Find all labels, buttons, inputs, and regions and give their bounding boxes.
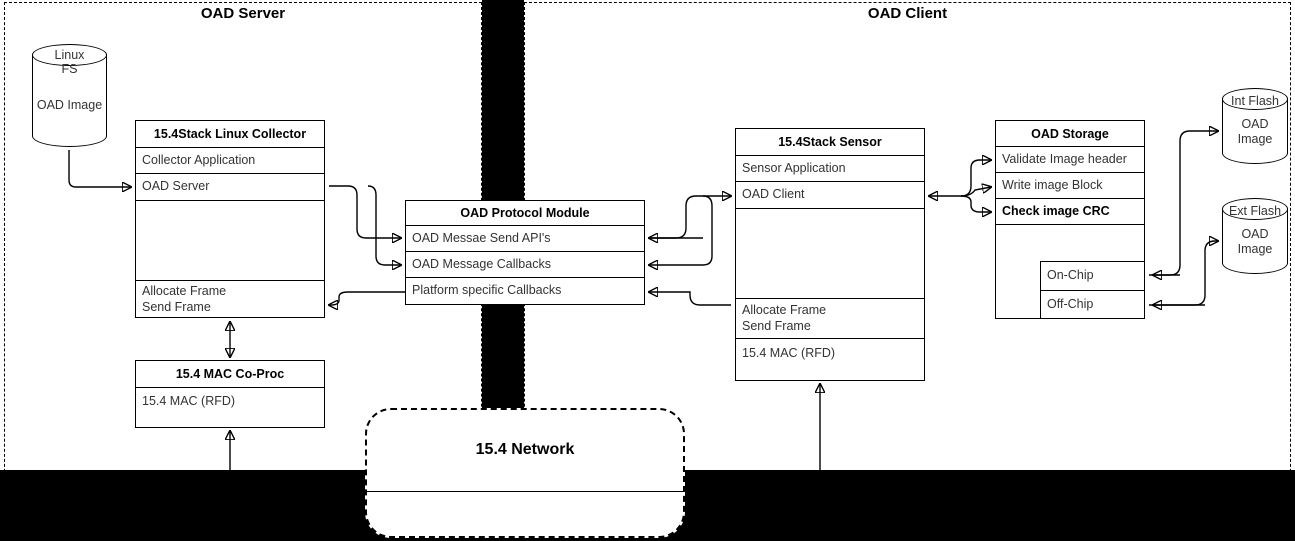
storage-row-write-image-block[interactable]: Write image Block (996, 173, 1144, 199)
storage-row-check-image-crc[interactable]: Check image CRC (996, 199, 1144, 225)
sensor-header: 15.4Stack Sensor (736, 129, 924, 156)
sensor-spacer (736, 209, 924, 299)
collector-row-oad-server[interactable]: OAD Server (136, 174, 324, 201)
network-label: 15.4 Network (475, 441, 575, 459)
collector-row-allocate-send-frame[interactable]: Allocate Frame Send Frame (142, 283, 227, 314)
cylinder-top (1222, 198, 1288, 220)
collector-header: 15.4Stack Linux Collector (136, 121, 324, 148)
ext-flash-cylinder: Ext Flash OAD Image (1222, 198, 1288, 274)
collector-row-collector-application[interactable]: Collector Application (136, 148, 324, 174)
network-node: 15.4 Network (365, 408, 685, 538)
zone-oad-server-title: OAD Server (200, 5, 286, 22)
sensor-row-mac-rfd[interactable]: 15.4 MAC (RFD) (742, 346, 836, 360)
cylinder-top (32, 44, 107, 66)
sensor-row-oad-client[interactable]: OAD Client (736, 182, 924, 209)
storage-media-box: On-Chip Off-Chip (1040, 261, 1145, 319)
storage-row-validate-image-header[interactable]: Validate Image header (996, 147, 1144, 173)
mac-coproc-row-mac-rfd[interactable]: 15.4 MAC (RFD) (142, 394, 236, 408)
mac-coproc-header: 15.4 MAC Co-Proc (136, 361, 324, 388)
int-flash-image-label: OAD Image (1237, 116, 1273, 146)
storage-row-on-chip[interactable]: On-Chip (1041, 262, 1144, 291)
sensor-row-allocate-send-frame[interactable]: Allocate Frame Send Frame (736, 299, 924, 339)
linux-fs-cylinder: Linux FS OAD Image (32, 44, 107, 147)
collector-spacer (136, 201, 324, 281)
sensor-box: 15.4Stack Sensor Sensor Application OAD … (735, 128, 925, 381)
zone-oad-client-title: OAD Client (867, 5, 948, 22)
protocol-row-message-callbacks[interactable]: OAD Message Callbacks (406, 252, 644, 278)
sensor-row-sensor-application[interactable]: Sensor Application (736, 156, 924, 182)
oad-storage-box: OAD Storage Validate Image header Write … (995, 120, 1145, 319)
center-black-band-top (482, 0, 524, 200)
oad-protocol-module-box: OAD Protocol Module OAD Messae Send API'… (405, 200, 645, 305)
cylinder-top (1222, 88, 1288, 110)
mac-coproc-box: 15.4 MAC Co-Proc 15.4 MAC (RFD) (135, 360, 325, 428)
int-flash-label: Int Flash (1231, 93, 1279, 108)
cylinder-body (32, 55, 107, 136)
ext-flash-label: Ext Flash (1228, 203, 1282, 218)
protocol-row-platform-callbacks[interactable]: Platform specific Callbacks (412, 283, 562, 298)
storage-row-off-chip[interactable]: Off-Chip (1047, 297, 1094, 312)
network-divider (367, 490, 683, 492)
collector-box: 15.4Stack Linux Collector Collector Appl… (135, 120, 325, 318)
protocol-row-send-apis[interactable]: OAD Messae Send API's (406, 226, 644, 252)
linux-fs-label: Linux FS (54, 47, 85, 76)
int-flash-cylinder: Int Flash OAD Image (1222, 88, 1288, 164)
linux-fs-image-label: OAD Image (36, 97, 103, 112)
protocol-header: OAD Protocol Module (406, 201, 644, 226)
ext-flash-image-label: OAD Image (1237, 226, 1273, 256)
storage-header: OAD Storage (996, 121, 1144, 147)
